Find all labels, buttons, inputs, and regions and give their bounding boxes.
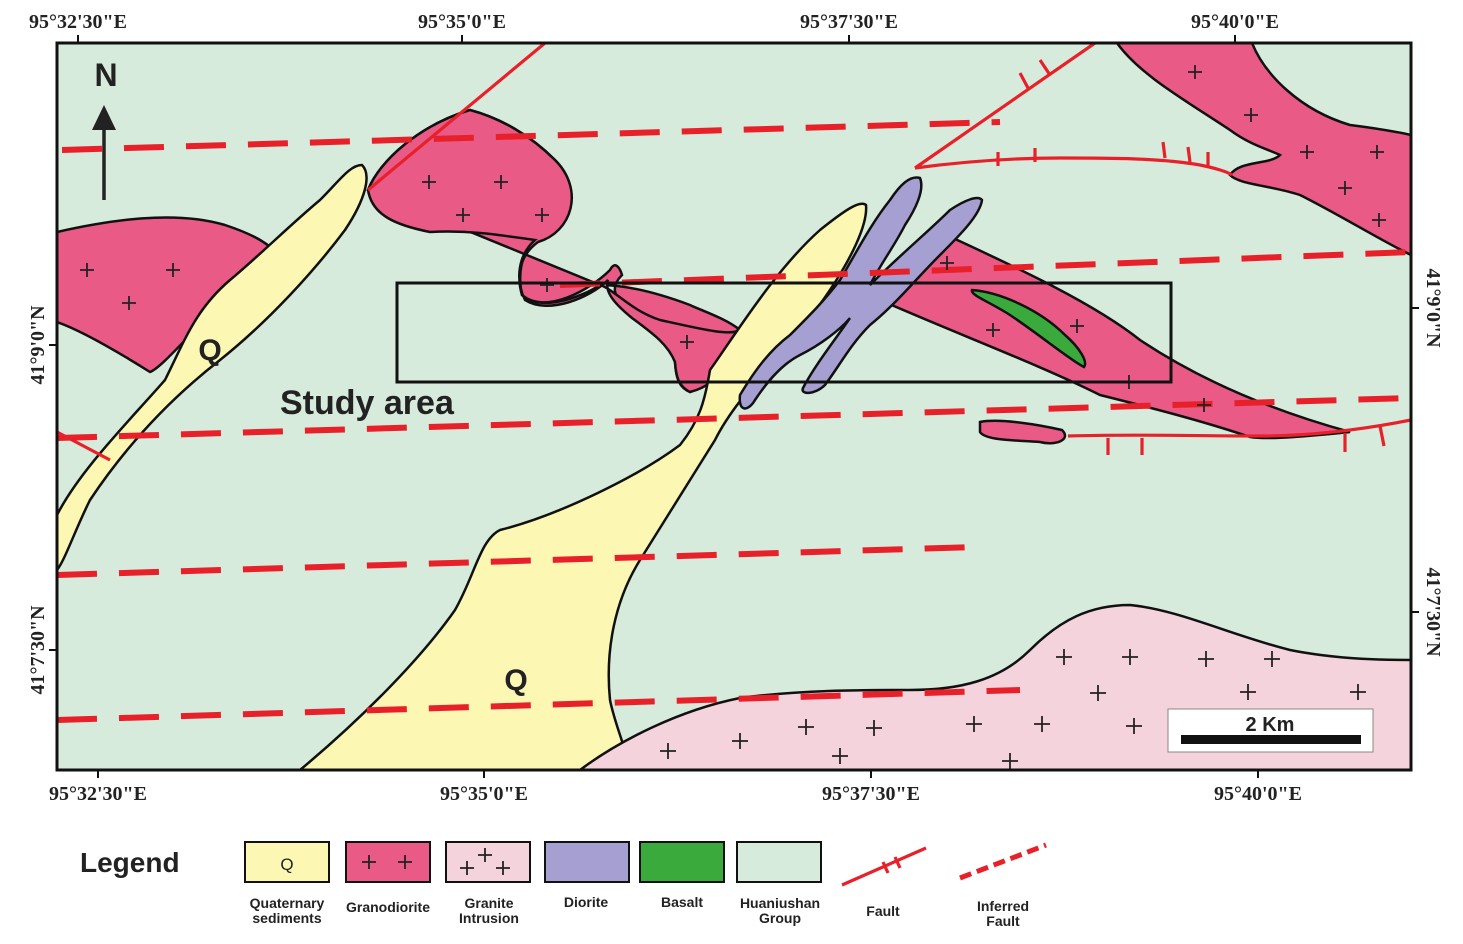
coord-left-2: 41°7'30"N <box>27 605 49 695</box>
coord-top-2: 95°35'0"E <box>418 11 506 33</box>
coord-bottom-3: 95°37'30"E <box>822 783 920 805</box>
legend-label-granite-1: Granite <box>464 895 513 911</box>
study-area-box <box>395 281 1173 384</box>
legend-label-inferred-2: Fault <box>986 913 1020 929</box>
legend-label-diorite: Diorite <box>564 894 609 910</box>
quaternary-central <box>298 202 868 770</box>
legend-label-huaniushan-2: Group <box>759 910 801 926</box>
basalt-lens <box>970 288 1087 369</box>
coord-left-1: 41°9'0"N <box>27 305 49 385</box>
coord-right-1: 41°9'0"N <box>1422 268 1444 348</box>
coord-bottom-2: 95°35'0"E <box>440 783 528 805</box>
scale-bar-box <box>1167 708 1374 753</box>
granodiorite-small-lens <box>978 419 1067 445</box>
legend-fault-icon <box>841 846 927 887</box>
legend-inferred-fault-icon <box>959 842 1047 881</box>
faults <box>57 43 1411 462</box>
diorite-dyke <box>738 176 984 410</box>
legend-swatch-huaniushan <box>736 841 822 883</box>
legend-swatch-diorite <box>544 841 630 883</box>
legend-label-inferred-1: Inferred <box>977 898 1029 914</box>
north-label: N <box>94 57 117 93</box>
granodiorite-symbols <box>80 65 1386 412</box>
legend-swatch-granite <box>445 841 531 883</box>
legend-label-huaniushan-1: Huaniushan <box>740 895 820 911</box>
legend-label-quaternary-1: Quaternary <box>250 895 325 911</box>
coord-top-4: 95°40'0"E <box>1191 11 1279 33</box>
legend-granite-symbols <box>460 848 510 875</box>
study-area-label: Study area <box>280 384 455 422</box>
coord-top-1: 95°32'30"E <box>29 11 127 33</box>
scale-bar <box>1181 735 1361 744</box>
q-label-west: Q <box>198 334 221 367</box>
coord-top-3: 95°37'30"E <box>800 11 898 33</box>
legend-granodiorite-symbols <box>362 855 412 869</box>
quaternary-west <box>57 163 368 573</box>
north-arrow-icon <box>92 105 116 200</box>
coord-right-2: 41°7'30"N <box>1422 567 1444 657</box>
legend: Legend Q Quaternary sediments Granodiori… <box>80 841 1047 929</box>
legend-title: Legend <box>80 847 180 878</box>
legend-label-fault: Fault <box>866 903 900 919</box>
legend-label-basalt: Basalt <box>661 894 703 910</box>
granite-symbols <box>660 649 1366 769</box>
q-label-central: Q <box>504 664 527 697</box>
legend-swatch-granodiorite <box>345 841 431 883</box>
legend-swatch-basalt <box>639 841 725 883</box>
legend-label-granodiorite: Granodiorite <box>346 899 430 915</box>
map-area <box>57 43 1411 770</box>
granodiorite-northeast <box>1115 43 1411 257</box>
inferred-faults <box>57 119 1411 723</box>
coord-bottom-4: 95°40'0"E <box>1214 783 1302 805</box>
legend-label-granite-2: Intrusion <box>459 910 519 926</box>
map-frame <box>55 41 1413 772</box>
legend-swatch-q-symbol: Q <box>280 855 293 874</box>
legend-swatch-quaternary <box>244 841 330 883</box>
legend-label-quaternary-2: sediments <box>252 910 321 926</box>
coord-bottom-1: 95°32'30"E <box>49 783 147 805</box>
scale-label: 2 Km <box>1246 714 1295 736</box>
